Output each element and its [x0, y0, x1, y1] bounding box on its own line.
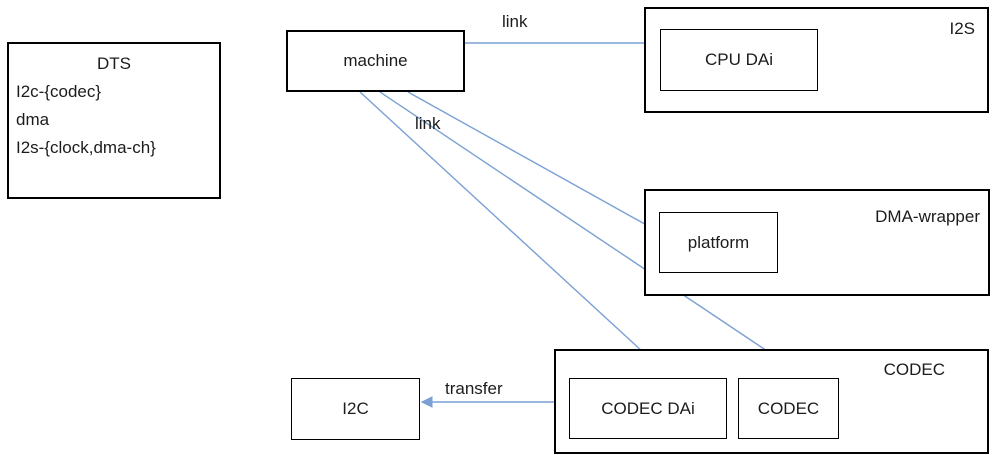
node-cpu-dai: CPU DAi [660, 29, 818, 91]
edge-machine-to-platform [407, 91, 661, 233]
node-i2c: I2C [291, 378, 420, 440]
dts-line-i2s: I2s-{clock,dma-ch} [16, 138, 156, 157]
node-i2c-label: I2C [342, 399, 369, 418]
dts-line-dma: dma [16, 110, 50, 129]
edge-label-link-mid: link [415, 114, 441, 133]
edge-machine-to-codec-dai [359, 91, 669, 376]
node-dts: DTS I2c-{codec} dma I2s-{clock,dma-ch} [7, 42, 221, 199]
node-cpu-dai-label: CPU DAi [704, 50, 773, 69]
group-dma-wrapper-label: DMA-wrapper [875, 207, 980, 226]
node-platform: platform [659, 212, 778, 273]
node-platform-label: platform [687, 232, 750, 252]
edge-label-link-top: link [502, 12, 528, 31]
node-codec: CODEC [738, 378, 839, 439]
dts-line-i2c: I2c-{codec} [16, 82, 102, 101]
node-codec-label: CODEC [757, 398, 820, 418]
edge-label-transfer: transfer [445, 379, 503, 398]
node-codec-dai: CODEC DAi [569, 378, 727, 439]
node-machine: machine [286, 30, 465, 92]
group-i2s-label: I2S [949, 19, 975, 38]
dts-title: DTS [97, 54, 131, 73]
node-machine-label: machine [343, 51, 408, 70]
group-codec-label: CODEC [883, 360, 945, 379]
node-codec-dai-label: CODEC DAi [601, 398, 695, 418]
